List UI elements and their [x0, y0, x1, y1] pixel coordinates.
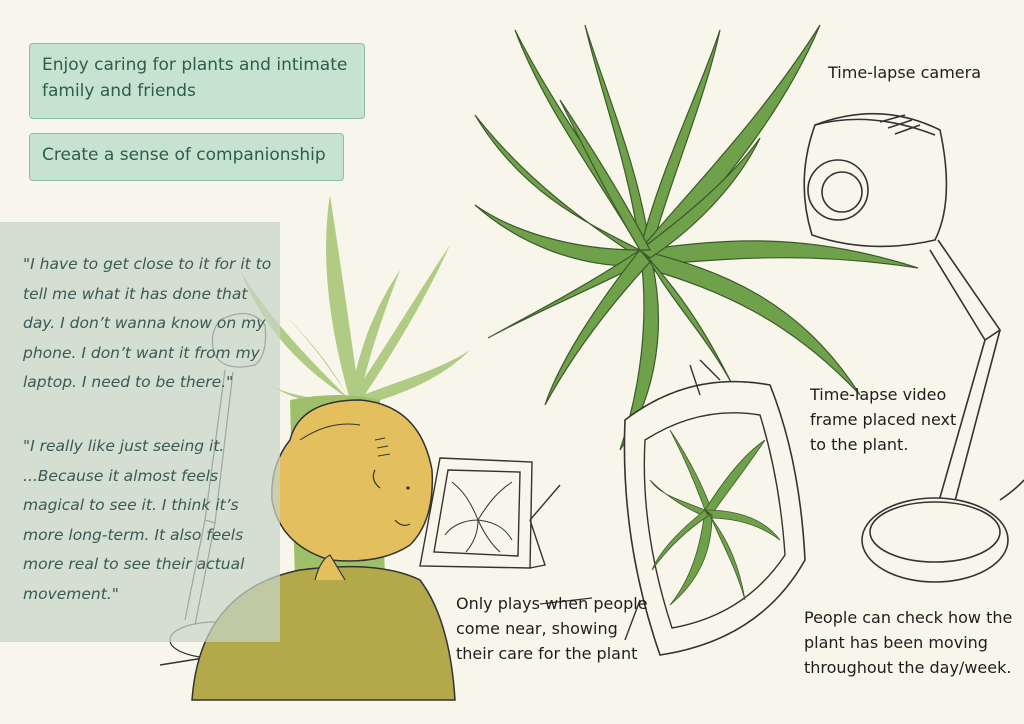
tablet-illustration	[159, 457, 561, 666]
tag-companionship: Create a sense of companionship	[29, 133, 344, 181]
quote-second: "I really like just seeing it. ...Becaus…	[23, 437, 245, 603]
annotation-lines	[539, 597, 593, 605]
label-plays: Only plays when people come near, showin…	[456, 594, 648, 663]
label-camera: Time-lapse camera	[828, 63, 982, 82]
large-plant-illustration	[474, 24, 919, 451]
video-frame-illustration	[623, 359, 806, 656]
small-plant-illustration	[240, 195, 470, 410]
quote-panel	[0, 222, 280, 642]
quote-first: "I have to get close to it for it to tel…	[23, 255, 272, 391]
camera-illustration	[803, 112, 1024, 583]
tag-enjoy-caring: Enjoy caring for plants and intimate fam…	[29, 43, 365, 119]
label-check: People can check how the plant has been …	[804, 608, 1013, 677]
label-frame: Time-lapse video frame placed next to th…	[810, 385, 957, 454]
